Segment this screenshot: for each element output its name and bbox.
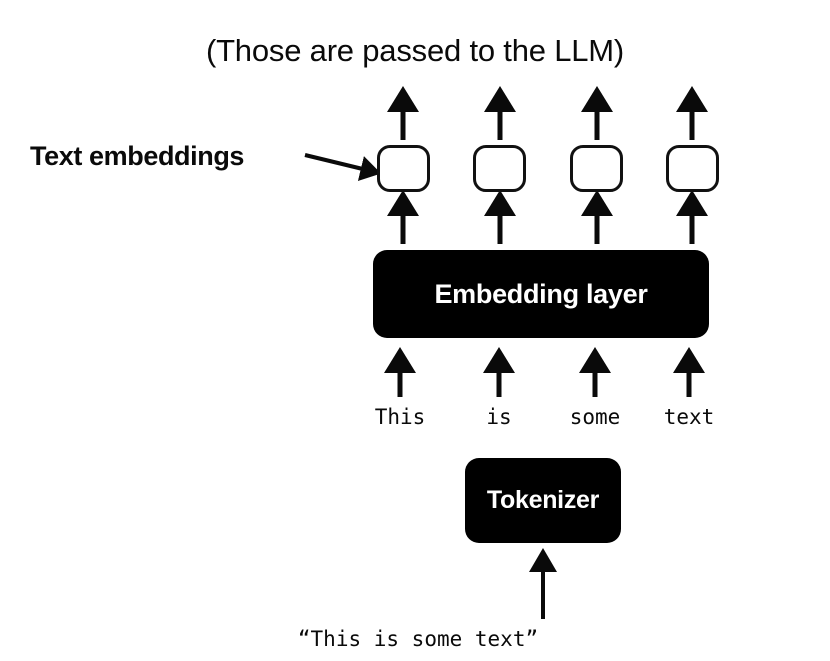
embedding-layer-block: Embedding layer bbox=[373, 250, 709, 338]
token-word-0: This bbox=[374, 405, 426, 429]
input-string-label: “This is some text” bbox=[297, 627, 539, 651]
token-word-1: is bbox=[486, 405, 512, 429]
text-embeddings-label: Text embeddings bbox=[30, 141, 245, 171]
embedding-slot-3 bbox=[666, 145, 719, 192]
embedding-slot-1 bbox=[473, 145, 526, 192]
llm-caption: (Those are passed to the LLM) bbox=[205, 33, 625, 68]
embedding-slot-0 bbox=[377, 145, 430, 192]
embedding-slot-2 bbox=[570, 145, 623, 192]
token-word-2: some bbox=[569, 405, 621, 429]
tokenizer-block: Tokenizer bbox=[465, 458, 621, 543]
arrow-label-to-embedding bbox=[304, 153, 382, 181]
token-word-3: text bbox=[663, 405, 715, 429]
